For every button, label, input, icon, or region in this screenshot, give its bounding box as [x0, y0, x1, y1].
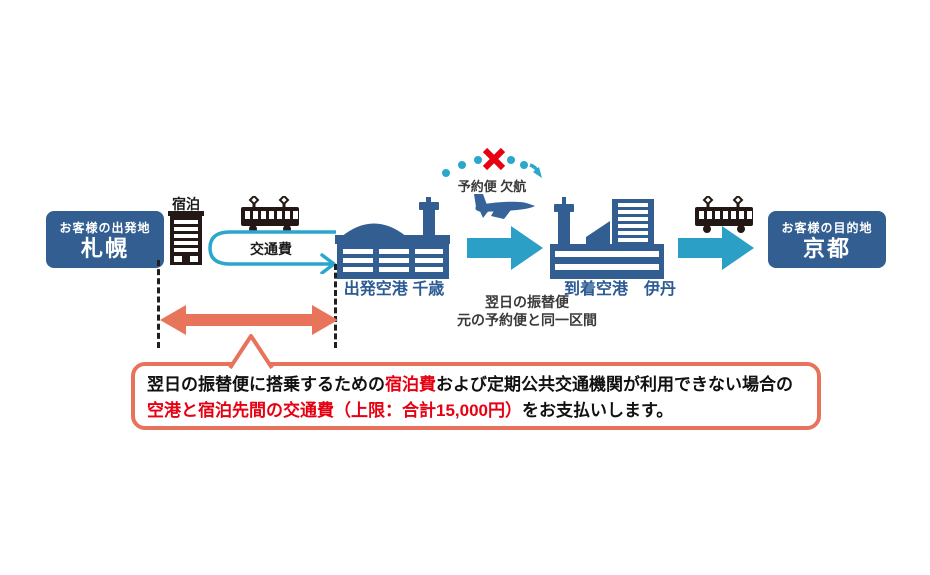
arrival-airport-icon: [550, 197, 668, 284]
train-icon: [694, 194, 754, 239]
note-line2-seg2: をお支払いします。: [522, 401, 674, 420]
dashed-line-left: [157, 260, 160, 348]
dashed-line-right: [334, 264, 337, 348]
substitute-flight-note-line2: 元の予約便と同一区間: [457, 312, 597, 328]
note-line1-seg2-highlight: 宿泊費: [385, 375, 436, 394]
hotel-icon: [168, 211, 204, 270]
coverage-range-arrow: [160, 305, 338, 340]
departure-box: お客様の出発地 札幌: [46, 211, 164, 268]
destination-box-label: お客様の目的地: [781, 221, 873, 235]
departure-city: 札幌: [80, 236, 129, 261]
departure-airport-label: 出発空港 千歳: [343, 281, 445, 298]
lodging-label: 宿泊: [172, 196, 200, 212]
note-line1-seg1: 翌日の振替便に搭乗するための: [147, 375, 385, 394]
note-line1: 翌日の振替便に搭乗するための宿泊費および定期公共交通機関が利用できない場合の: [147, 372, 817, 398]
destination-city: 京都: [802, 236, 851, 261]
departure-box-label: お客様の出発地: [59, 221, 151, 235]
transfer-arrow: [678, 226, 754, 275]
airplane-icon: [468, 192, 538, 229]
arrival-airport-label: 到着空港 伊丹: [563, 281, 676, 298]
cancelled-route-icon: [441, 147, 543, 189]
substitute-flight-arrow: [467, 226, 543, 275]
substitute-flight-note: 翌日の振替便 元の予約便と同一区間: [427, 293, 627, 329]
note-line2-seg1-highlight: 空港と宿泊先間の交通費（上限：合計15,000円）: [147, 401, 522, 420]
note-line2: 空港と宿泊先間の交通費（上限：合計15,000円）をお支払いします。: [147, 398, 817, 424]
substitute-flight-note-line1: 翌日の振替便: [485, 294, 569, 310]
note-bubble: 翌日の振替便に搭乗するための宿泊費および定期公共交通機関が利用できない場合の 空…: [131, 362, 821, 430]
note-bubble-pointer: [227, 333, 275, 374]
destination-box: お客様の目的地 京都: [768, 211, 886, 268]
note-line1-seg3: および定期公共交通機関が利用できない場合の: [436, 375, 793, 394]
cancelled-flight-label: 予約便 欠航: [457, 179, 527, 194]
transport-fee-label: 交通費: [250, 241, 292, 257]
departure-airport-icon: [335, 197, 453, 284]
